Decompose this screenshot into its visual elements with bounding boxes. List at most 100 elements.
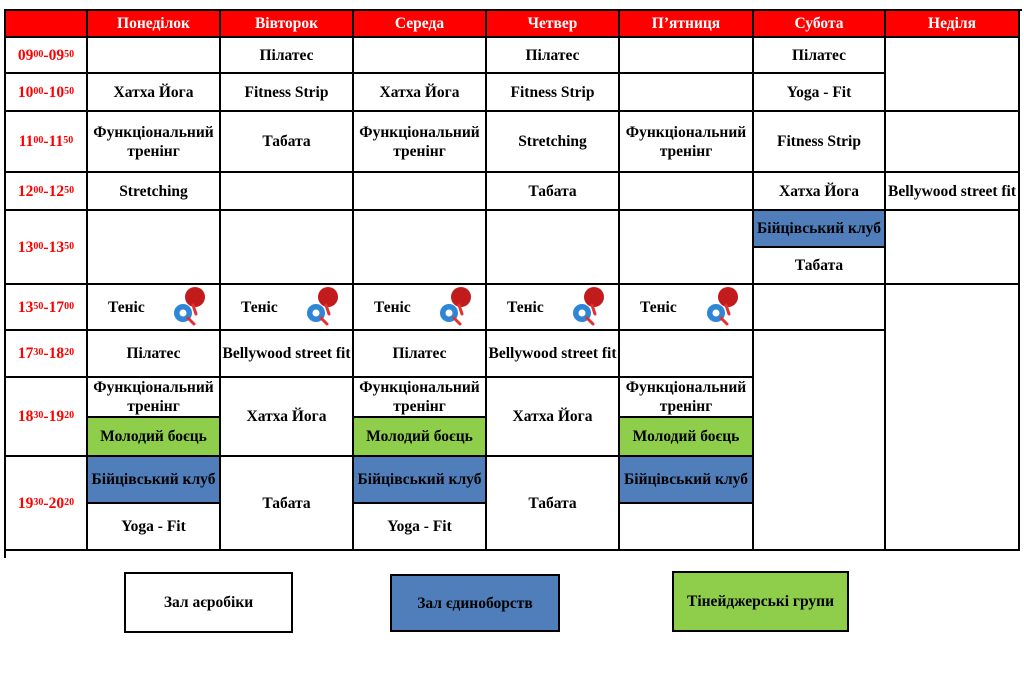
header-thursday: Четвер [487,11,620,38]
class-cell-martial: Бійцівський клуб [754,211,884,246]
table-tennis-icon [174,287,205,326]
class-cell-teen: Молодий боєць [620,416,752,455]
class-cell: Fitness Strip [754,112,886,173]
class-cell-martial: Бійцівський клуб [620,457,752,502]
tennis-label: Теніс [640,298,677,316]
split-cell: Бійцівський клуб Табата [754,211,886,285]
split-cell: Функціональний тренінг Молодий боєць [354,378,487,457]
class-cell: Stretching [88,173,221,211]
class-cell-teen: Молодий боєць [88,416,219,455]
class-cell: Пілатес [221,38,354,74]
class-cell: Хатха Йога [754,173,886,211]
class-cell: Хатха Йога [354,74,487,112]
class-cell: Функціональний тренінг [88,112,221,173]
schedule-cell [354,211,487,285]
class-cell: Fitness Strip [487,74,620,112]
split-cell: Функціональний тренінг Молодий боєць [88,378,221,457]
schedule-cell [354,173,487,211]
schedule-cell [754,285,886,331]
class-cell: Fitness Strip [221,74,354,112]
class-cell: Хатха Йога [88,74,221,112]
class-cell-tennis: Теніс [487,285,620,331]
schedule-cell [620,331,754,378]
schedule-cell [221,211,354,285]
legend-teen-groups: Тінейджерські групи [672,571,849,632]
class-cell: Пілатес [754,38,886,74]
class-cell-teen: Молодий боєць [354,416,485,455]
class-cell: Bellywood street fit [886,173,1020,211]
schedule-cell [354,38,487,74]
tennis-label: Теніс [241,298,278,316]
tennis-label: Теніс [507,298,544,316]
class-cell: Табата [487,457,620,551]
class-cell: Пілатес [88,331,221,378]
schedule-cell [487,211,620,285]
schedule-cell [886,285,1020,551]
tennis-label: Теніс [374,298,411,316]
class-cell: Табата [221,112,354,173]
schedule-cell [620,173,754,211]
table-tennis-icon [307,287,338,326]
class-cell: Табата [221,457,354,551]
class-cell: Bellywood street fit [487,331,620,378]
class-cell-tennis: Теніс [88,285,221,331]
header-time: Час [6,11,88,38]
class-cell: Yoga - Fit [354,502,485,549]
schedule-cell [886,211,1020,285]
class-cell: Функціональний тренінг [354,112,487,173]
class-cell: Пілатес [487,38,620,74]
class-cell: Yoga - Fit [88,502,219,549]
schedule-cell [620,38,754,74]
header-tuesday: Вівторок [221,11,354,38]
header-wednesday: Середа [354,11,487,38]
class-cell: Хатха Йога [487,378,620,457]
schedule-cell [88,38,221,74]
class-cell-tennis: Теніс [221,285,354,331]
header-sunday: Неділя [886,11,1020,38]
class-cell: Функціональний тренінг [625,379,747,415]
class-cell: Функціональний тренінг [359,379,480,415]
table-tennis-icon [573,287,604,326]
schedule-cell [754,331,886,551]
schedule-cell [88,211,221,285]
schedule-table: Час Понеділок Вівторок Середа Четвер П’я… [4,9,1022,558]
class-cell-martial: Бійцівський клуб [88,457,219,502]
header-monday: Понеділок [88,11,221,38]
class-cell: Хатха Йога [221,378,354,457]
class-cell-tennis: Теніс [354,285,487,331]
class-cell: Bellywood street fit [221,331,354,378]
class-cell: Функціональний тренінг [93,379,214,415]
class-cell: Табата [487,173,620,211]
class-cell: Пілатес [354,331,487,378]
split-cell: Бійцівський клуб [620,457,754,551]
schedule-cell [886,38,1020,112]
class-cell: Stretching [487,112,620,173]
class-cell-martial: Бійцівський клуб [354,457,485,502]
class-cell-tennis: Теніс [620,285,754,331]
table-tennis-icon [440,287,471,326]
header-saturday: Субота [754,11,886,38]
class-cell: Функціональний тренінг [620,112,754,173]
class-cell: Табата [754,246,884,283]
split-cell: Бійцівський клуб Yoga - Fit [88,457,221,551]
legend-aerobics-hall: Зал аєробіки [124,572,293,633]
schedule-cell [620,211,754,285]
schedule-cell [886,112,1020,173]
tennis-label: Теніс [108,298,145,316]
class-cell: Yoga - Fit [754,74,886,112]
schedule-cell [620,74,754,112]
split-cell: Функціональний тренінг Молодий боєць [620,378,754,457]
header-friday: П’ятниця [620,11,754,38]
schedule-cell [620,502,752,549]
schedule-cell [221,173,354,211]
table-tennis-icon [707,287,738,326]
